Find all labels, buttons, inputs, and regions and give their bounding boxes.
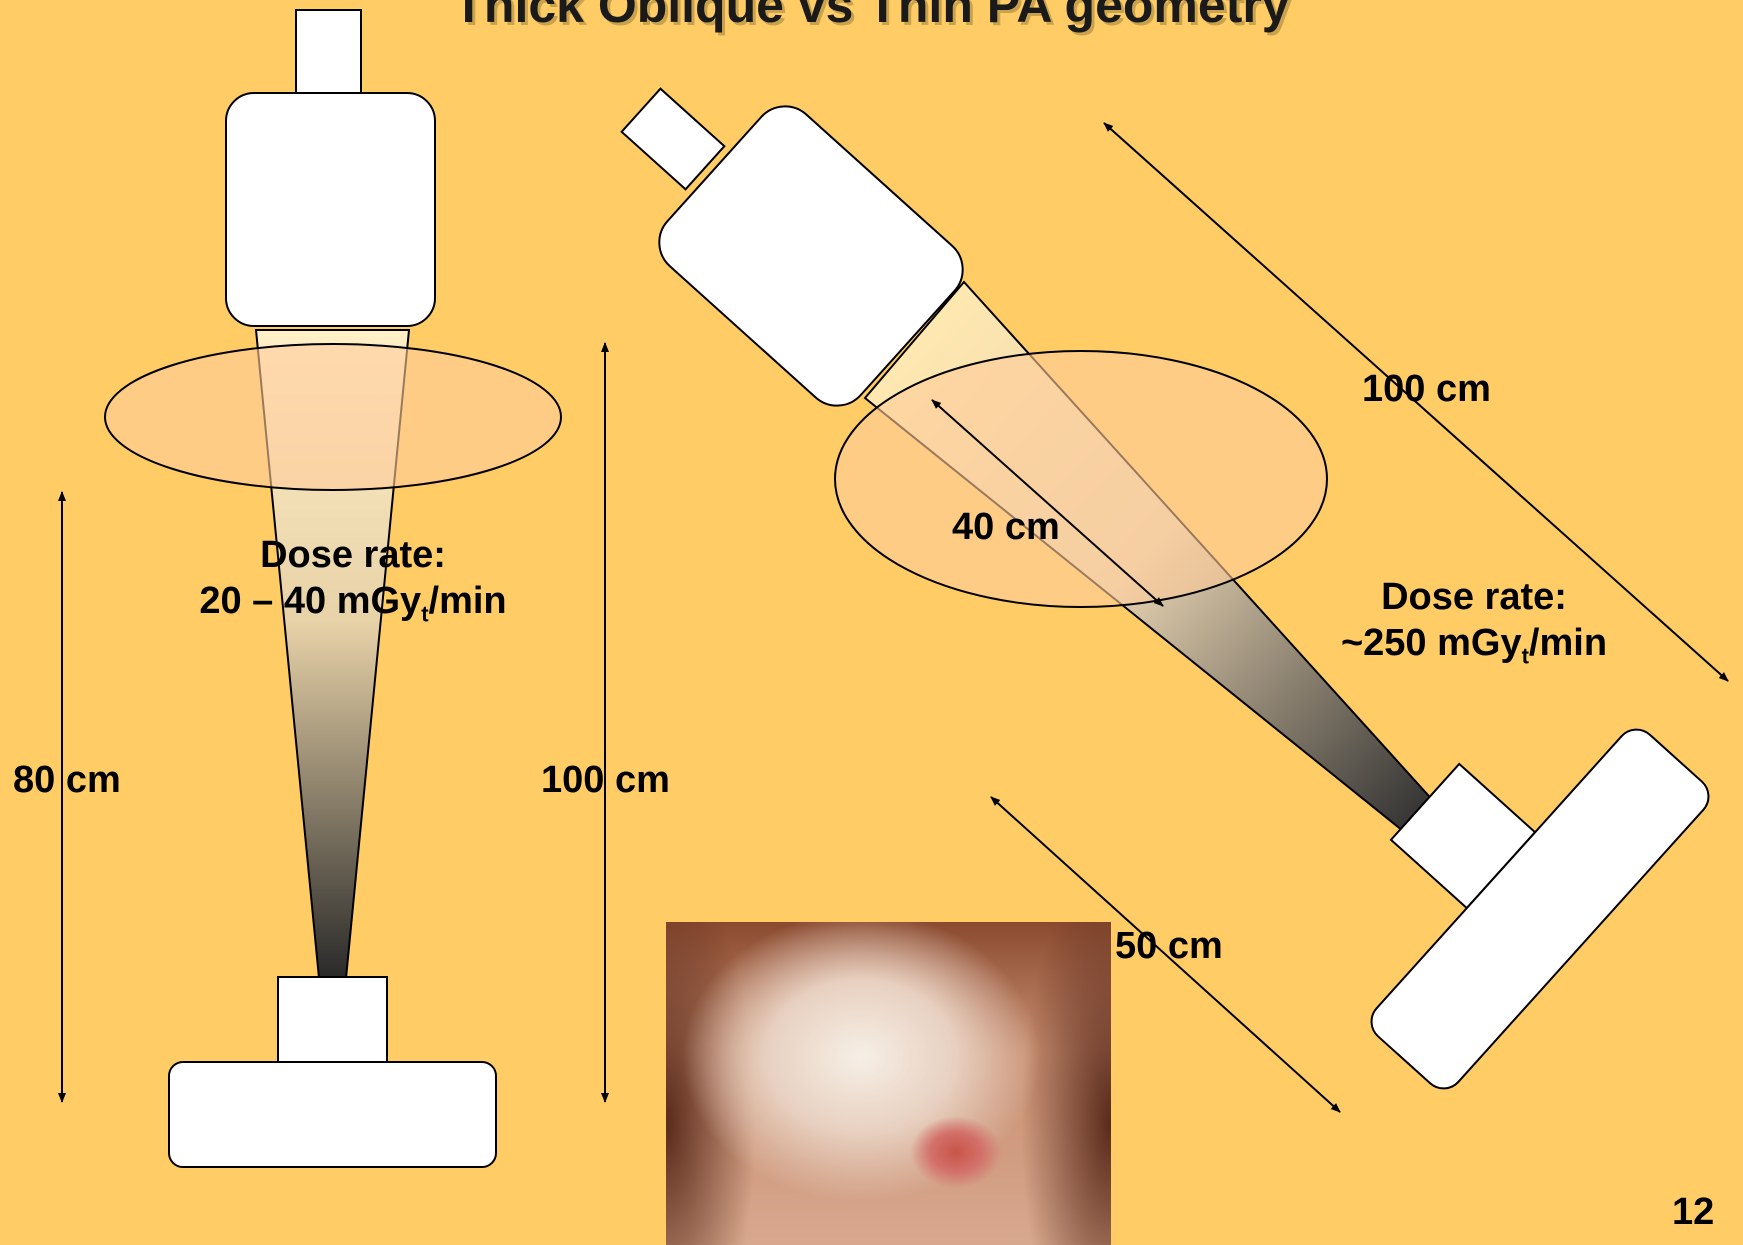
oblique-dose-rate-value-line: ~250 mGyt/min (1274, 621, 1674, 670)
oblique-dose-rate-title: Dose rate: (1274, 575, 1674, 621)
oblique-dose-rate-label: Dose rate: ~250 mGyt/min (1274, 575, 1674, 670)
oblique-image-detector (1363, 721, 1716, 1096)
pa-dose-rate-unit: /min (429, 580, 507, 622)
oblique-source-to-skin-label: 50 cm (1115, 924, 1223, 970)
oblique-patient-ellipse (835, 351, 1327, 607)
pa-image-detector (169, 977, 496, 1167)
pa-source-to-detector-label: 100 cm (541, 758, 670, 804)
pa-dose-rate-label: Dose rate: 20 – 40 mGyt/min (153, 533, 553, 628)
oblique-dose-rate-unit: /min (1529, 622, 1607, 664)
oblique-dose-rate-subscript: t (1522, 643, 1529, 668)
pa-dose-rate-title: Dose rate: (153, 533, 553, 579)
pa-dose-rate-value: 20 – 40 mGy (199, 580, 421, 622)
oblique-dose-rate-value: ~250 mGy (1341, 622, 1522, 664)
pa-source-to-skin-label: 80 cm (13, 758, 121, 804)
oblique-source-to-detector-label: 100 cm (1362, 367, 1491, 413)
pa-xray-tube (226, 10, 435, 326)
pa-dose-rate-subscript: t (421, 601, 428, 626)
oblique-patient-thickness-label: 40 cm (952, 505, 1060, 551)
pa-dose-rate-value-line: 20 – 40 mGyt/min (153, 579, 553, 628)
pa-patient-ellipse (105, 344, 561, 490)
skin-injury-photo (666, 922, 1111, 1245)
slide-title: Thick Oblique vs Thin PA geometry (0, 0, 1743, 34)
page-number: 12 (1672, 1190, 1714, 1236)
